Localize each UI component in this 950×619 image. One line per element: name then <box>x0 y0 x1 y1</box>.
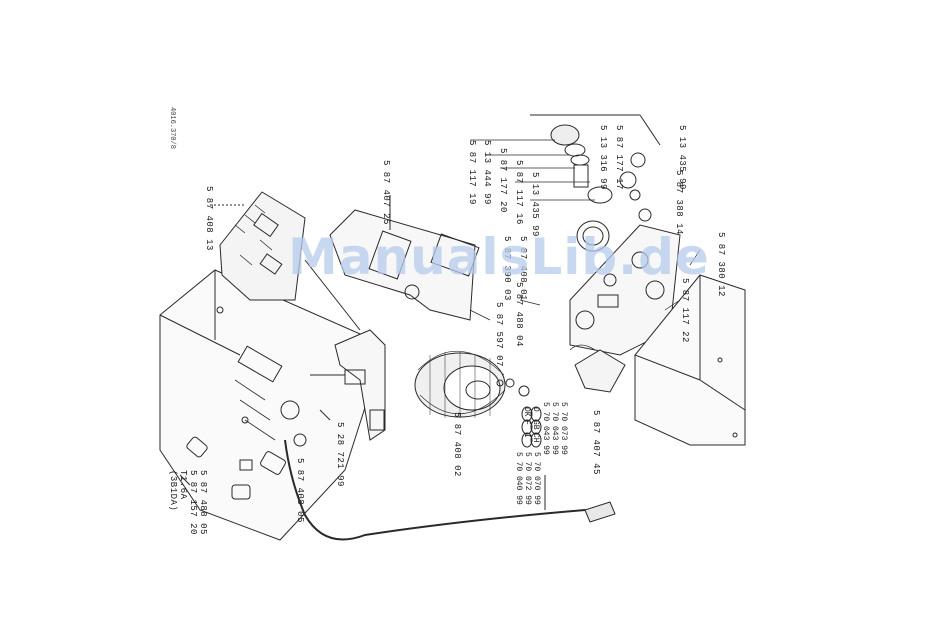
plug-letter: CH <box>531 433 540 443</box>
plug-letter: D <box>531 407 540 412</box>
label-transformer: 5 87 408 02 <box>452 412 462 477</box>
plug-code: 5 70 043 99 <box>550 402 559 455</box>
main-pcb <box>210 191 361 331</box>
cover-box <box>634 274 746 446</box>
relay-board <box>329 195 480 321</box>
toroidal-transformer <box>414 350 515 418</box>
label-knob-9: 5 87 117 19 <box>467 140 477 205</box>
base-chassis <box>159 269 386 541</box>
label-relay-board: 5 87 407 25 <box>381 160 391 225</box>
right-knobs <box>619 152 652 222</box>
label-grommet: 5 87 117 22 <box>680 278 690 343</box>
label-knob-7: 5 87 117 16 <box>514 160 524 225</box>
plug-letter: I <box>522 433 531 438</box>
label-fuse: 5 87 157 20 <box>188 470 198 535</box>
plug-letter: F <box>522 420 531 425</box>
label-fuse-rating: T1.6A <box>178 470 188 500</box>
meter <box>576 220 610 252</box>
label-fuse-holder: 5 87 488 05 <box>198 470 208 535</box>
small-pcb <box>569 344 626 393</box>
label-switch: 5 87 488 04 <box>514 282 524 347</box>
label-fuse-note: (3B1DA) <box>168 470 178 512</box>
plug-code-markers <box>518 385 542 448</box>
plug-code: 5 70 070 99 <box>532 452 541 505</box>
knob-stack <box>530 114 661 204</box>
plug-code: 5 70 040 99 <box>514 452 523 505</box>
label-knob-5: 5 13 444 99 <box>482 140 492 205</box>
label-knob-3: 5 13 316 99 <box>598 125 608 190</box>
plug-code: 5 70 043 99 <box>541 402 550 455</box>
label-rectifier: 5 28 721 99 <box>335 422 345 487</box>
bracket <box>310 329 386 441</box>
small-parts <box>179 409 331 500</box>
watermark-text: ManualsLib.de <box>288 228 710 286</box>
power-cable <box>284 439 616 541</box>
label-pcb-main: 5 87 408 13 <box>204 186 214 251</box>
plug-letter: GB <box>531 420 540 430</box>
label-bracket: 5 87 597 07 <box>494 302 504 367</box>
label-knob-2: 5 87 177 17 <box>614 125 624 190</box>
label-front-knob-b: 5 87 388 14 <box>674 170 684 235</box>
label-indicator: 5 87 380 12 <box>716 232 726 297</box>
plug-code: 5 70 073 99 <box>559 402 568 455</box>
plug-code: 5 70 072 99 <box>523 452 532 505</box>
label-small-pcb: 5 87 407 45 <box>591 410 601 475</box>
label-terminal: 5 87 408 05 <box>295 458 305 523</box>
label-knob-6: 5 87 177 20 <box>498 148 508 213</box>
plug-letter: DK <box>522 407 531 417</box>
leader-lines <box>469 139 701 321</box>
document-reference: 4016.370/8 <box>168 107 176 150</box>
